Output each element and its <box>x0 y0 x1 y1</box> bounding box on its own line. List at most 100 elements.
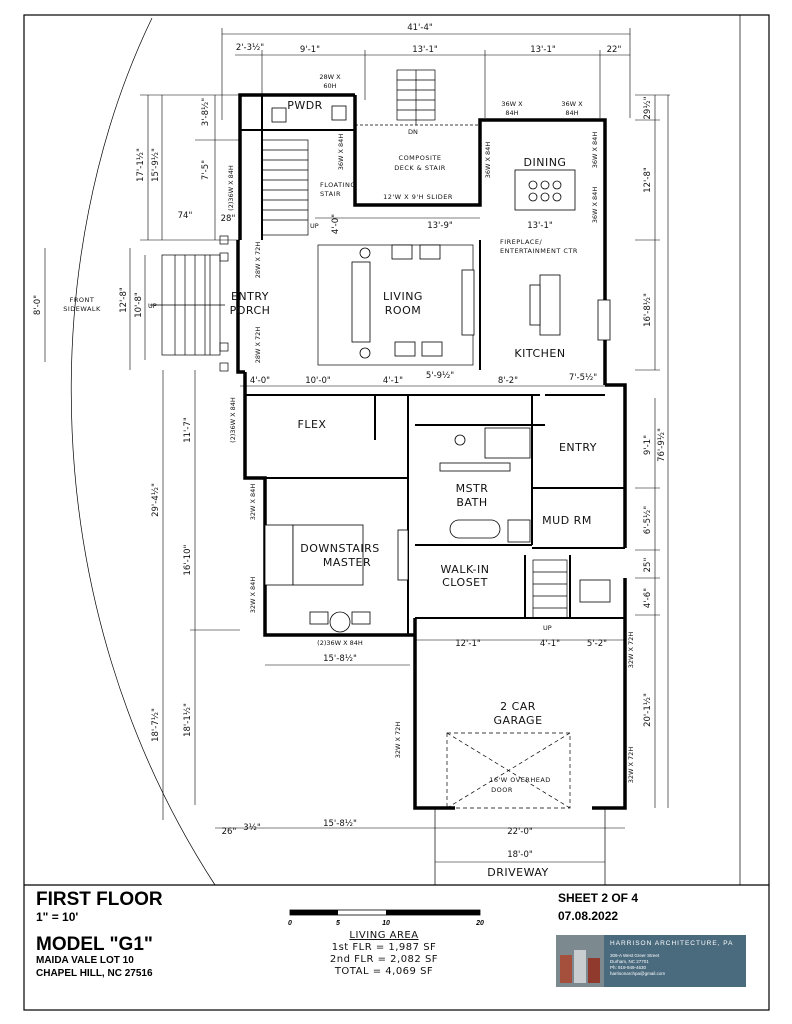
room-walkin-1: WALK-IN <box>441 563 490 576</box>
dim-row-4-1: 4'-1" <box>383 376 403 386</box>
window-36x84-b1: 36W X <box>561 100 583 108</box>
room-fireplace-2: ENTERTAINMENT CTR <box>500 247 578 255</box>
dim-left-15-9: 15'-9½" <box>151 148 161 182</box>
scale-10: 10 <box>382 920 390 927</box>
living-area-first: 1st FLR = 1,987 SF <box>332 942 437 953</box>
dim-74: 74" <box>178 211 193 221</box>
firm-phone: Ph: 919-949-4630 <box>610 965 647 970</box>
top-dimensions: 41'-4" 2'-3½" 9'-1" 13'-1" 13'-1" 22" <box>221 23 631 120</box>
room-dining: DINING <box>524 156 567 169</box>
room-downstairs-1: DOWNSTAIRS <box>300 542 379 555</box>
room-living-1: LIVING <box>383 290 423 303</box>
room-fireplace-1: FIREPLACE/ <box>500 238 542 246</box>
dim-left-10-8: 10'-8" <box>134 292 144 318</box>
dim-overall-width: 41'-4" <box>407 23 433 33</box>
floating-stair-up-label: UP <box>310 222 319 230</box>
firm-email: harrisonarchpa@gmail.com <box>610 971 665 976</box>
room-pwdr: PWDR <box>287 99 323 112</box>
window-36x84-b2: 84H <box>565 109 578 117</box>
window-dining-left: 36W X 84H <box>484 142 492 179</box>
dim-bot-3: 3½" <box>243 823 261 833</box>
window-labels: 28W X 60H 36W X 84H 36W X 84H (2)36W X 8… <box>227 73 635 783</box>
dim-left-18-1: 18'-1½" <box>183 703 193 737</box>
title-scale: 1" = 10' <box>36 910 78 924</box>
left-dimensions: 3'-8½" 7'-5" 15'-9½" 17'-1½" 74" 28" 12'… <box>33 94 240 820</box>
window-garage-right-1: 32W X 72H <box>627 632 635 669</box>
firm-addr2: Durham, NC 27701 <box>610 959 649 964</box>
garage-door <box>446 732 571 809</box>
room-floating-stair-1: FLOATING <box>320 181 356 189</box>
window-dining-right: 36W X 84H <box>591 132 599 169</box>
interior-walls <box>240 95 625 635</box>
firm-addr1: 309-A West Greer Street <box>610 953 660 958</box>
dim-13-9: 13'-9" <box>427 221 453 231</box>
room-overhead-2: DOOR <box>491 786 513 794</box>
window-master-top: 32W X 84H <box>249 484 257 521</box>
window-dining-right-2: 36W X 84H <box>591 187 599 224</box>
room-downstairs-2: MASTER <box>323 556 371 569</box>
sheet-border <box>23 14 770 1011</box>
scale-20: 20 <box>475 920 484 927</box>
front-stairs: UP <box>148 235 229 372</box>
dim-right-20-1: 20'-1½" <box>643 693 653 727</box>
dim-right-25: 25" <box>643 558 653 573</box>
window-garage-left: 32W X 72H <box>394 722 402 759</box>
firm-logo: HARRISON ARCHITECTURE, PA 309-A West Gre… <box>556 935 746 987</box>
deck-stair-dn-label: DN <box>408 128 418 136</box>
room-kitchen: KITCHEN <box>514 347 565 360</box>
title-model: MODEL "G1" <box>36 934 153 955</box>
window-36x84-a1: 36W X <box>501 100 523 108</box>
scale-0: 0 <box>288 920 292 927</box>
dim-right-4-6: 4'-6" <box>643 588 653 608</box>
garage-stair-up-label: UP <box>543 624 552 632</box>
living-area-title: LIVING AREA <box>349 930 418 941</box>
dim-left-3-8: 3'-8½" <box>201 98 211 126</box>
dim-right-16-8: 16'-8½" <box>643 293 653 327</box>
garage-stair: UP <box>532 559 568 632</box>
dim-left-12-8: 12'-8" <box>119 287 129 313</box>
window-master-bottom: 32W X 84H <box>249 577 257 614</box>
dim-right-9-1: 9'-1" <box>643 435 653 455</box>
dim-right-6-5: 6'-5½" <box>643 506 653 534</box>
room-slider: 12'W X 9'H SLIDER <box>383 193 453 201</box>
scale-5: 5 <box>336 920 340 927</box>
window-28x60-1: 28W X <box>319 73 341 81</box>
room-entry: ENTRY <box>559 441 597 454</box>
room-mud-rm: MUD RM <box>542 514 592 527</box>
dim-left-8-0: 8'-0" <box>33 295 43 315</box>
dim-right-29: 29½" <box>643 96 653 119</box>
stairs-up-label: UP <box>148 302 157 310</box>
sheet-number: SHEET 2 OF 4 <box>558 891 638 905</box>
right-dimensions: 29½" 12'-8" 16'-8½" 76'-9½" 9'-1" 6'-5½"… <box>635 94 670 808</box>
dim-right-12-8: 12'-8" <box>643 167 653 193</box>
dim-bot-26: 26" <box>222 827 237 837</box>
living-furniture <box>317 244 475 366</box>
living-area-second: 2nd FLR = 2,082 SF <box>330 954 438 965</box>
room-walkin-2: CLOSET <box>442 576 488 589</box>
dim-4-0: 4'-0" <box>331 214 341 234</box>
firm-name: HARRISON ARCHITECTURE, PA <box>610 940 733 947</box>
master-bed <box>264 524 409 633</box>
title-city: CHAPEL HILL, NC 27516 <box>36 968 153 979</box>
dim-gar-5-2: 5'-2" <box>587 639 607 649</box>
middle-dimensions: 4'-0" 10'-0" 4'-1" 5'-9½" 8'-2" 7'-5½" 1… <box>240 214 610 387</box>
dim-left-29-4: 29'-4½" <box>151 483 161 517</box>
window-pwdr-v: 36W X 84H <box>337 134 345 171</box>
dim-top-e: 22" <box>607 45 622 55</box>
dim-right-76-9: 76'-9½" <box>657 428 667 462</box>
title-floor: FIRST FLOOR <box>36 889 163 910</box>
dim-bot-15-8: 15'-8½" <box>323 819 357 829</box>
dim-top-b: 9'-1" <box>300 45 320 55</box>
room-flex: FLEX <box>298 418 327 431</box>
dim-row-4-0: 4'-0" <box>250 376 270 386</box>
bath-fixtures <box>271 105 611 603</box>
dim-row-10-0: 10'-0" <box>305 376 331 386</box>
room-labels: PWDR FLOATING STAIR COMPOSITE DECK & STA… <box>63 99 597 879</box>
room-living-2: ROOM <box>385 304 421 317</box>
dim-gar-12-1: 12'-1" <box>455 639 481 649</box>
dim-gar-4-1: 4'-1" <box>540 639 560 649</box>
dim-row-5-9: 5'-9½" <box>426 371 454 381</box>
window-flex: (2)36W X 84H <box>229 397 237 443</box>
deck-stair: DN <box>396 69 436 136</box>
